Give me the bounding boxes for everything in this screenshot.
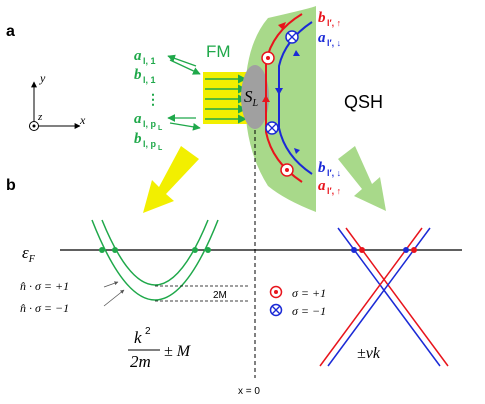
fermi-label: εF — [22, 243, 36, 265]
sz-plus-legend: σ = +1 — [269, 285, 326, 300]
svg-text:σ = −1: σ = −1 — [292, 304, 326, 318]
dispersion-right-formula: ±vk — [357, 345, 381, 362]
lead-b-lp-sub: l, p — [143, 139, 157, 149]
spin-down-symbol-top — [285, 30, 299, 44]
lead-a-lprime-up: a — [318, 178, 326, 194]
axis-z-label: z — [37, 111, 43, 123]
lead-a-lprime-up-sub: l′, ↑ — [327, 186, 341, 196]
parabola-fermi-points — [99, 247, 211, 253]
lead-a-lp-sub: l, p — [143, 119, 157, 129]
lead-a-lprime-down: a — [318, 30, 326, 46]
sl-scatterer — [241, 65, 269, 129]
spin-up-symbol-bottom — [280, 163, 294, 177]
formula-k-sup: 2 — [145, 326, 151, 337]
formula-2m: 2m — [130, 352, 151, 371]
left-lead-labels: a l, 1 b l, 1 ⋮ a l, p L b l, p L — [134, 48, 163, 152]
sigma-minus-leader — [103, 289, 125, 307]
lead-b-lp-subsub: L — [158, 145, 163, 152]
green-big-arrow — [338, 146, 386, 211]
fm-arrows — [205, 74, 247, 124]
lead-b-lp: b — [134, 131, 142, 147]
sz-minus-legend: σ = −1 — [269, 303, 326, 318]
x0-label: x = 0 — [238, 386, 260, 397]
svg-text:σ = +1: σ = +1 — [292, 286, 326, 300]
spin-up-symbol-top — [261, 51, 275, 65]
lead-b-lprime-down-sub: l′, ↓ — [327, 168, 341, 178]
cross-fermi-points — [351, 247, 417, 253]
sigma-plus-label: n̂ · σ = +1 — [20, 279, 69, 293]
panel-b-label: b — [6, 177, 16, 194]
lead-a-lp-subsub: L — [158, 125, 163, 132]
gap-label: 2M — [213, 290, 227, 301]
lead-a-lp: a — [134, 111, 142, 127]
lead-dots: ⋮ — [146, 91, 160, 107]
sl-label: SL — [244, 87, 259, 109]
left-lead-arrows — [167, 54, 201, 131]
yellow-big-arrow — [143, 146, 199, 213]
sigma-plus-leader — [103, 281, 119, 288]
sigma-minus-label: n̂ · σ = −1 — [20, 301, 69, 315]
fm-label: FM — [206, 42, 231, 61]
lead-b-l1-sub: l, 1 — [143, 75, 156, 85]
lead-b-lprime-up-sub: l′, ↑ — [327, 18, 341, 28]
lead-a-l1-sub: l, 1 — [143, 56, 156, 66]
lead-b-lprime-down: b — [318, 160, 326, 176]
lead-b-lprime-up: b — [318, 10, 326, 26]
formula-k: k — [134, 328, 142, 347]
lead-b-l1: b — [134, 67, 142, 83]
panel-a-label: a — [6, 23, 15, 40]
parabola-lower-band — [91, 219, 219, 301]
parabola-upper-band — [101, 219, 209, 286]
right-lead-labels: b l′, ↑ a l′, ↓ b l′, ↓ a l′, ↑ — [318, 10, 341, 196]
axis-x-label: x — [79, 113, 86, 127]
coordinate-axes: y x z — [29, 71, 86, 131]
dispersion-left-formula: k 2 2m ± M — [128, 326, 192, 371]
lead-a-lprime-down-sub: l′, ↓ — [327, 38, 341, 48]
lead-a-l1: a — [134, 48, 142, 64]
formula-tail: ± M — [164, 343, 192, 360]
qsh-label: QSH — [344, 92, 383, 112]
axis-y-label: y — [39, 71, 46, 85]
spin-down-symbol-bottom — [265, 121, 279, 135]
